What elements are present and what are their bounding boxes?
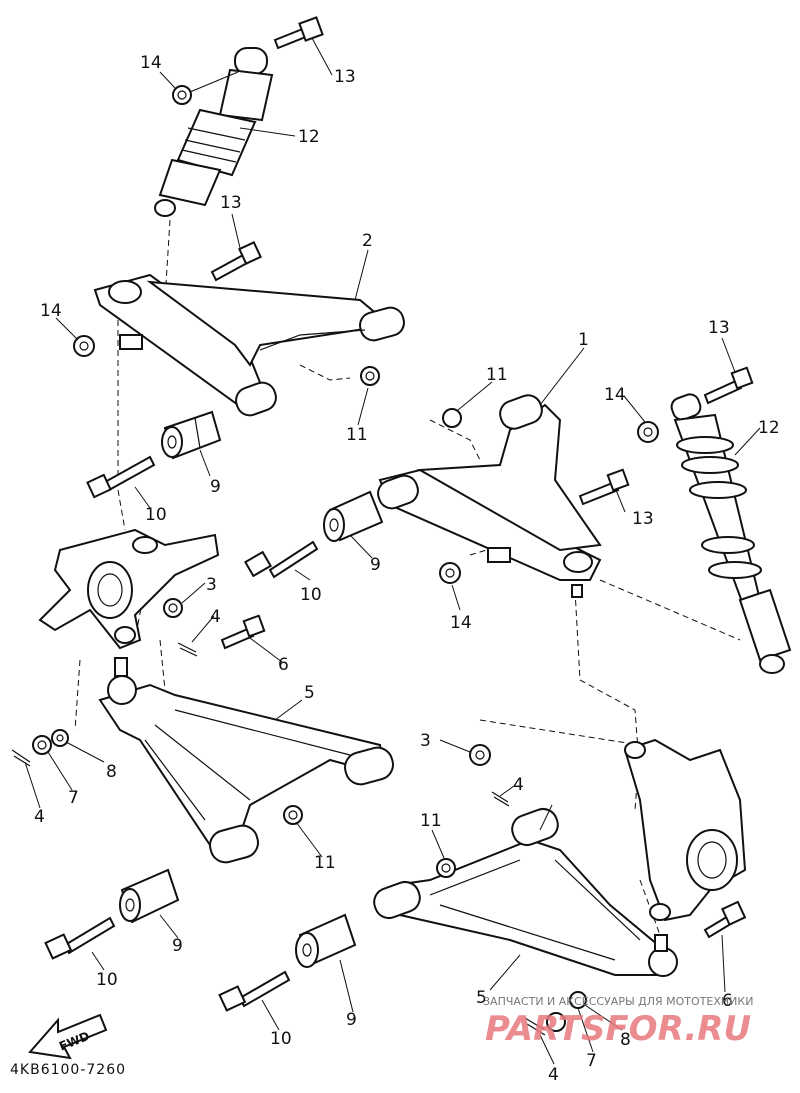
ball-joint-pin-right bbox=[571, 584, 583, 598]
nut-3-right bbox=[469, 744, 491, 766]
watermark-tagline: ЗАПЧАСТИ И АКСЕССУАРЫ ДЛЯ МОТОТЕХНИКИ bbox=[483, 995, 753, 1008]
callout-7-left: 7 bbox=[68, 788, 79, 808]
callout-13-upper-right-arm: 13 bbox=[632, 509, 654, 529]
bolt-10-lower-right bbox=[218, 970, 291, 1012]
callout-13-top: 13 bbox=[334, 67, 356, 87]
callout-14-top: 14 bbox=[140, 53, 162, 73]
callout-8-right: 8 bbox=[620, 1030, 631, 1050]
callout-3-left: 3 bbox=[206, 575, 217, 595]
callout-5-right: 5 bbox=[476, 988, 487, 1008]
shock-absorber-right bbox=[670, 393, 792, 674]
callout-11-upper-left: 11 bbox=[346, 425, 368, 445]
bolt-13-top bbox=[273, 16, 324, 50]
bolt-6-right bbox=[703, 900, 747, 939]
watermark-logo: PARTSFOR.RU bbox=[485, 1009, 751, 1049]
callout-4-lower-right: 4 bbox=[548, 1065, 559, 1085]
collar-11-upper-right bbox=[442, 408, 462, 428]
callout-7-right: 7 bbox=[586, 1051, 597, 1071]
callout-11-lower-left: 11 bbox=[314, 853, 336, 873]
callout-10-middle: 10 bbox=[300, 585, 322, 605]
collar-11-lower-left bbox=[283, 805, 303, 825]
lower-arm-right bbox=[373, 807, 678, 977]
callout-9-lower-right: 9 bbox=[346, 1010, 357, 1030]
bolt-13-right-shock bbox=[703, 366, 754, 405]
collar-11-upper-left bbox=[360, 366, 380, 386]
bolt-13-upper-right bbox=[578, 468, 630, 506]
washer-8-left bbox=[51, 729, 69, 747]
bushing-9-lower-right bbox=[295, 913, 357, 968]
callout-1-upper-right-arm: 1 bbox=[578, 330, 589, 350]
callout-13-upper-left: 13 bbox=[220, 193, 242, 213]
shock-absorber-upper-left bbox=[154, 47, 274, 217]
callout-12-left-shock: 12 bbox=[298, 127, 320, 147]
fwd-arrow: FWD bbox=[28, 1013, 108, 1060]
bolt-10-middle bbox=[243, 540, 319, 579]
nut-14-right-shock bbox=[637, 421, 659, 443]
callout-6-left: 6 bbox=[278, 655, 289, 675]
callout-5-left: 5 bbox=[304, 683, 315, 703]
callout-6-right: 6 bbox=[722, 991, 733, 1011]
callout-9-upper-right: 9 bbox=[370, 555, 381, 575]
callout-13-right-shock: 13 bbox=[708, 318, 730, 338]
cotter-pin-4-lower-left bbox=[11, 749, 31, 767]
callout-3-right: 3 bbox=[420, 731, 431, 751]
collar-11-lower-right bbox=[436, 858, 456, 878]
part-code: 4KB6100-7260 bbox=[10, 1062, 126, 1078]
callout-9-upper-left: 9 bbox=[210, 477, 221, 497]
bolt-13-upper-left bbox=[210, 241, 262, 282]
callout-4-left-lower: 4 bbox=[34, 807, 45, 827]
bolt-6-left bbox=[220, 614, 266, 650]
callout-4-left-upper: 4 bbox=[210, 607, 221, 627]
nut-7-left bbox=[32, 735, 52, 755]
lower-arm-left bbox=[98, 657, 394, 864]
upper-arm-right bbox=[377, 394, 602, 581]
callout-10-lower-right: 10 bbox=[270, 1029, 292, 1049]
bolt-10-upper-left bbox=[86, 455, 156, 499]
knuckle-left bbox=[38, 528, 220, 650]
knuckle-right bbox=[623, 738, 747, 922]
bushing-9-upper-right bbox=[323, 490, 384, 542]
callout-8-left: 8 bbox=[106, 762, 117, 782]
callout-12-right-shock: 12 bbox=[758, 418, 780, 438]
callout-14-right: 14 bbox=[604, 385, 626, 405]
callout-14-upper-right-arm: 14 bbox=[450, 613, 472, 633]
callout-10-lower-left: 10 bbox=[96, 970, 118, 990]
bushing-9-lower-left bbox=[119, 868, 180, 924]
leader-lines bbox=[24, 37, 761, 1065]
bushing-9-upper-left bbox=[161, 410, 222, 460]
upper-arm-left bbox=[93, 273, 405, 417]
cotter-pin-4-left bbox=[177, 642, 198, 657]
callout-9-lower-left: 9 bbox=[172, 936, 183, 956]
callout-14-upper-left: 14 bbox=[40, 301, 62, 321]
nut-14-upper-left bbox=[73, 335, 95, 357]
callout-numbers: 1 2 3 3 4 4 4 5 5 6 6 7 7 8 8 9 9 9 9 10… bbox=[34, 53, 780, 1071]
cotter-pin-4-right bbox=[491, 791, 510, 807]
callout-2-upper-left-arm: 2 bbox=[362, 231, 373, 251]
bolt-10-lower-left bbox=[44, 916, 116, 960]
callout-4-right: 4 bbox=[513, 775, 524, 795]
nut-14-top bbox=[172, 71, 239, 105]
nut-14-upper-right-arm bbox=[439, 562, 461, 584]
cotter-pin-4-lower-right bbox=[524, 1017, 546, 1036]
nut-7-right bbox=[546, 1012, 566, 1032]
callout-11-lower-right: 11 bbox=[420, 811, 442, 831]
callout-10-upper-left: 10 bbox=[145, 505, 167, 525]
callout-11-upper-right: 11 bbox=[486, 365, 508, 385]
nut-3-left bbox=[163, 598, 183, 618]
